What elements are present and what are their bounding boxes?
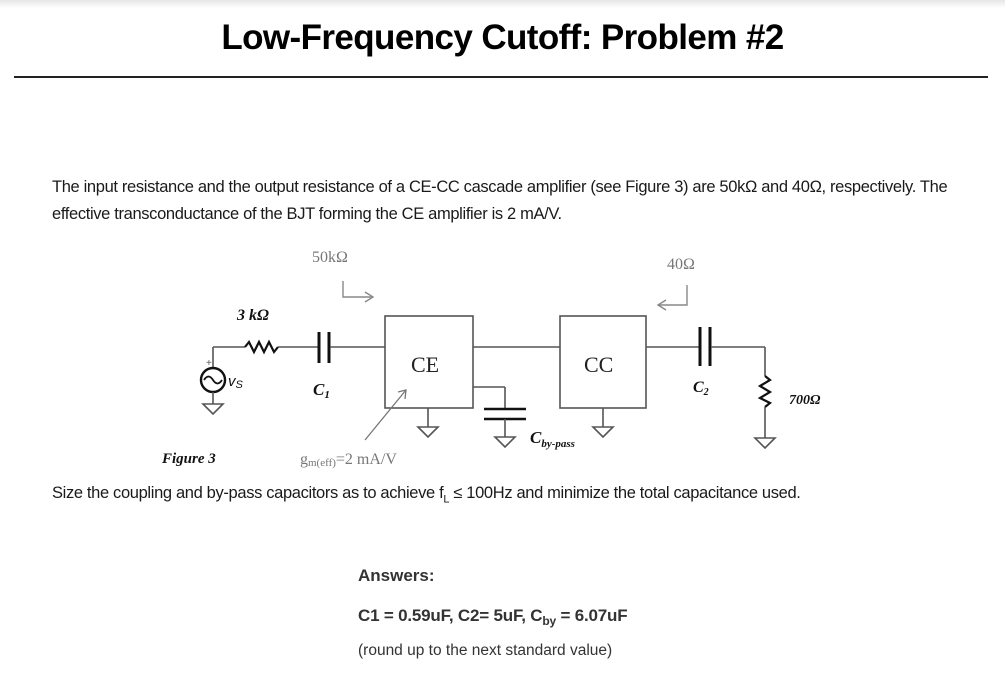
figure-caption: Figure 3 — [161, 451, 216, 467]
bypass-label: Cby-pass — [530, 428, 575, 450]
source-resistor-label: 3 kΩ — [236, 307, 269, 324]
ce-block-label: CE — [411, 352, 439, 377]
top-shadow — [0, 0, 1005, 8]
output-resistance-label: 40Ω — [667, 256, 695, 273]
c1-label: C1 — [313, 380, 330, 401]
gm-label: gm(eff)=2 mA/V — [300, 451, 397, 469]
answers-values: C1 = 0.59uF, C2= 5uF, Cby = 6.07uF — [358, 606, 628, 628]
load-resistor-label: 700Ω — [789, 393, 821, 408]
source-polarity: + — [206, 358, 212, 369]
page-title: Low-Frequency Cutoff: Problem #2 — [221, 18, 784, 57]
problem-statement: The input resistance and the output resi… — [52, 178, 948, 223]
title-divider — [14, 76, 988, 78]
answers-note: (round up to the next standard value) — [358, 642, 613, 659]
answers-section: Answers: C1 = 0.59uF, C2= 5uF, Cby = 6.0… — [358, 566, 628, 660]
answers-heading: Answers: — [358, 566, 435, 585]
cc-block-label: CC — [584, 352, 613, 377]
task-statement: Size the coupling and by-pass capacitors… — [52, 484, 801, 506]
c2-label: C2 — [693, 379, 709, 398]
input-resistance-label: 50kΩ — [312, 249, 348, 266]
source-label: vS — [228, 373, 244, 391]
